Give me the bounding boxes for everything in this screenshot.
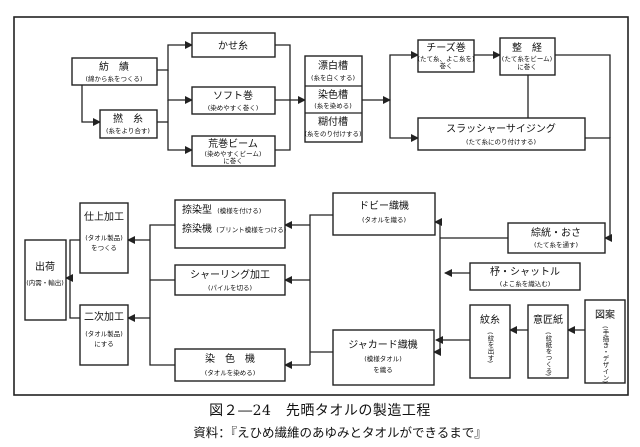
printing-machine-label: 捺染機 (プリント模様をつける) (182, 222, 286, 235)
node-slasher-sizing: スラッシャーサイジング (たて糸にのり付けする) (417, 117, 586, 151)
node-shearing: シャーリング加工 (パイルを切る) (174, 264, 286, 296)
node-rough-beam: 荒巻ビーム (染めやすくビーム) に巻く (191, 135, 276, 167)
node-secondary-processing: 二次加工 (タオル製品) にする (79, 304, 129, 366)
printing-machine-name: 捺染機 (182, 222, 212, 235)
bleaching-tank-label: 漂白槽 (318, 59, 348, 72)
shuttle-sub: (よこ糸を織込む) (500, 279, 551, 288)
dyeing-machine-sub: (タオルを染める) (205, 368, 256, 377)
design-paper-label: 意匠紙 (533, 313, 563, 326)
heddle-label: 綜絖・おさ (531, 226, 581, 239)
printing-mold-label: 捺染型 (模様を付ける) (182, 203, 261, 216)
twisting-label: 撚 糸 (113, 112, 143, 125)
dobby-label: ドビー織機 (359, 199, 409, 212)
soft-winding-label: ソフト巻 (213, 90, 253, 102)
node-jacquard-loom: ジャカード織機 (模様タオル) を織る (332, 329, 435, 386)
finishing-label: 仕上加工 (84, 210, 124, 223)
bleaching-tank-sub: (糸を白くする) (311, 73, 355, 82)
twisting-sub: (糸をより合す) (106, 126, 150, 135)
node-twisting: 撚 糸 (糸をより合す) (99, 109, 158, 139)
figure-caption: 図２―24 先晒タオルの製造工程 (209, 403, 431, 419)
node-shuttle: 杼・シャットル (よこ糸を織込む) (469, 262, 581, 291)
warping-label: 整 経 (512, 41, 542, 54)
node-shipping: 出荷 (内需・輸出) (24, 239, 67, 321)
dobby-sub: (タオルを織る) (362, 215, 406, 224)
shearing-label: シャーリング加工 (190, 268, 270, 281)
node-tank-group: 漂白槽 (糸を白くする) 染色槽 (糸を染める) 糊付槽 (糸をのり付けする) (304, 55, 363, 143)
jacquard-sub2: を織る (373, 365, 393, 374)
node-heddle-reed: 綜絖・おさ (たて糸を通す) (507, 222, 606, 254)
node-soft-winding: ソフト巻 (染めやすく巻く) (191, 86, 276, 115)
heddle-sub: (たて糸を通す) (534, 240, 578, 249)
warping-sub1: (たて糸をビーム) (502, 54, 552, 63)
node-finishing: 仕上加工 (タオル製品) をつくる (79, 202, 129, 274)
rough-beam-sub1: (染めやすくビーム) (205, 149, 262, 158)
node-printing: 捺染型 (模様を付ける) 捺染機 (プリント模様をつける) (174, 199, 286, 249)
node-dobby-loom: ドビー織機 (タオルを織る) (332, 192, 436, 236)
sizing-tank-label: 糊付槽 (318, 115, 348, 128)
sizing-tank-sub: (糸をのり付けする) (304, 129, 361, 138)
cheese-label: チーズ巻 (426, 41, 466, 54)
jacquard-sub1: (模様タオル) (364, 354, 402, 363)
node-cheese-winding: チーズ巻 (たて糸、よこ糸を) 巻く (417, 39, 475, 73)
design-drawing-label: 図案 (595, 308, 615, 321)
jacquard-label: ジャカード織機 (348, 338, 418, 351)
spinning-sub: (綿から糸をつくる) (86, 74, 143, 83)
skein-label: かせ糸 (218, 40, 248, 52)
dyeing-tank-label: 染色槽 (318, 88, 348, 101)
printing-machine-sub: (プリント模様をつける) (216, 225, 286, 234)
spinning-label: 紡 績 (99, 60, 129, 73)
warping-sub2: に巻く (517, 62, 537, 71)
secondary-label: 二次加工 (84, 310, 124, 323)
slasher-label: スラッシャーサイジング (446, 122, 556, 135)
design-drawing-sub: (手描き・デザイン) (601, 326, 609, 383)
outer-frame (13, 16, 629, 396)
node-design-paper: 意匠紙 (紋紙をつくる) (527, 304, 569, 379)
node-design-drawing: 図案 (手描き・デザイン) (584, 299, 626, 384)
node-pattern-thread: 紋糸 (紋を出す) (469, 304, 511, 379)
rough-beam-label: 荒巻ビーム (208, 138, 258, 150)
node-dyeing-machine: 染 色 機 (タオルを染める) (174, 348, 286, 382)
cheese-sub1: (たて糸、よこ糸を) (417, 54, 474, 63)
source-caption: 資料：『えひめ繊維のあゆみとタオルができるまで』 (193, 425, 487, 440)
shearing-sub: (パイルを切る) (208, 284, 252, 292)
finishing-sub1: (タオル製品) (85, 233, 123, 242)
finishing-sub2: をつくる (91, 244, 117, 252)
design-paper-sub: (紋紙をつくる) (544, 332, 552, 376)
shuttle-label: 杼・シャットル (490, 265, 560, 278)
soft-winding-sub: (染めやすく巻く) (208, 103, 259, 112)
pattern-thread-sub: (紋を出す) (486, 332, 494, 363)
secondary-sub2: にする (94, 340, 114, 348)
printing-mold-sub: (模様を付ける) (217, 206, 261, 215)
printing-mold-name: 捺染型 (182, 203, 212, 216)
cheese-sub2: 巻く (440, 61, 453, 70)
slasher-sub: (たて糸にのり付けする) (466, 137, 536, 146)
dyeing-machine-label: 染 色 機 (205, 352, 255, 365)
node-spinning: 紡 績 (綿から糸をつくる) (71, 57, 158, 86)
node-skein-yarn: かせ糸 (191, 32, 276, 58)
pattern-thread-label: 紋糸 (480, 313, 500, 326)
shipping-label: 出荷 (35, 260, 55, 273)
secondary-sub1: (タオル製品) (85, 329, 123, 338)
rough-beam-sub2: に巻く (223, 156, 243, 165)
shipping-sub: (内需・輸出) (26, 278, 64, 287)
node-warping: 整 経 (たて糸をビーム) に巻く (499, 37, 556, 76)
dyeing-tank-sub: (糸を染める) (314, 101, 352, 110)
connectors (65, 41, 612, 369)
